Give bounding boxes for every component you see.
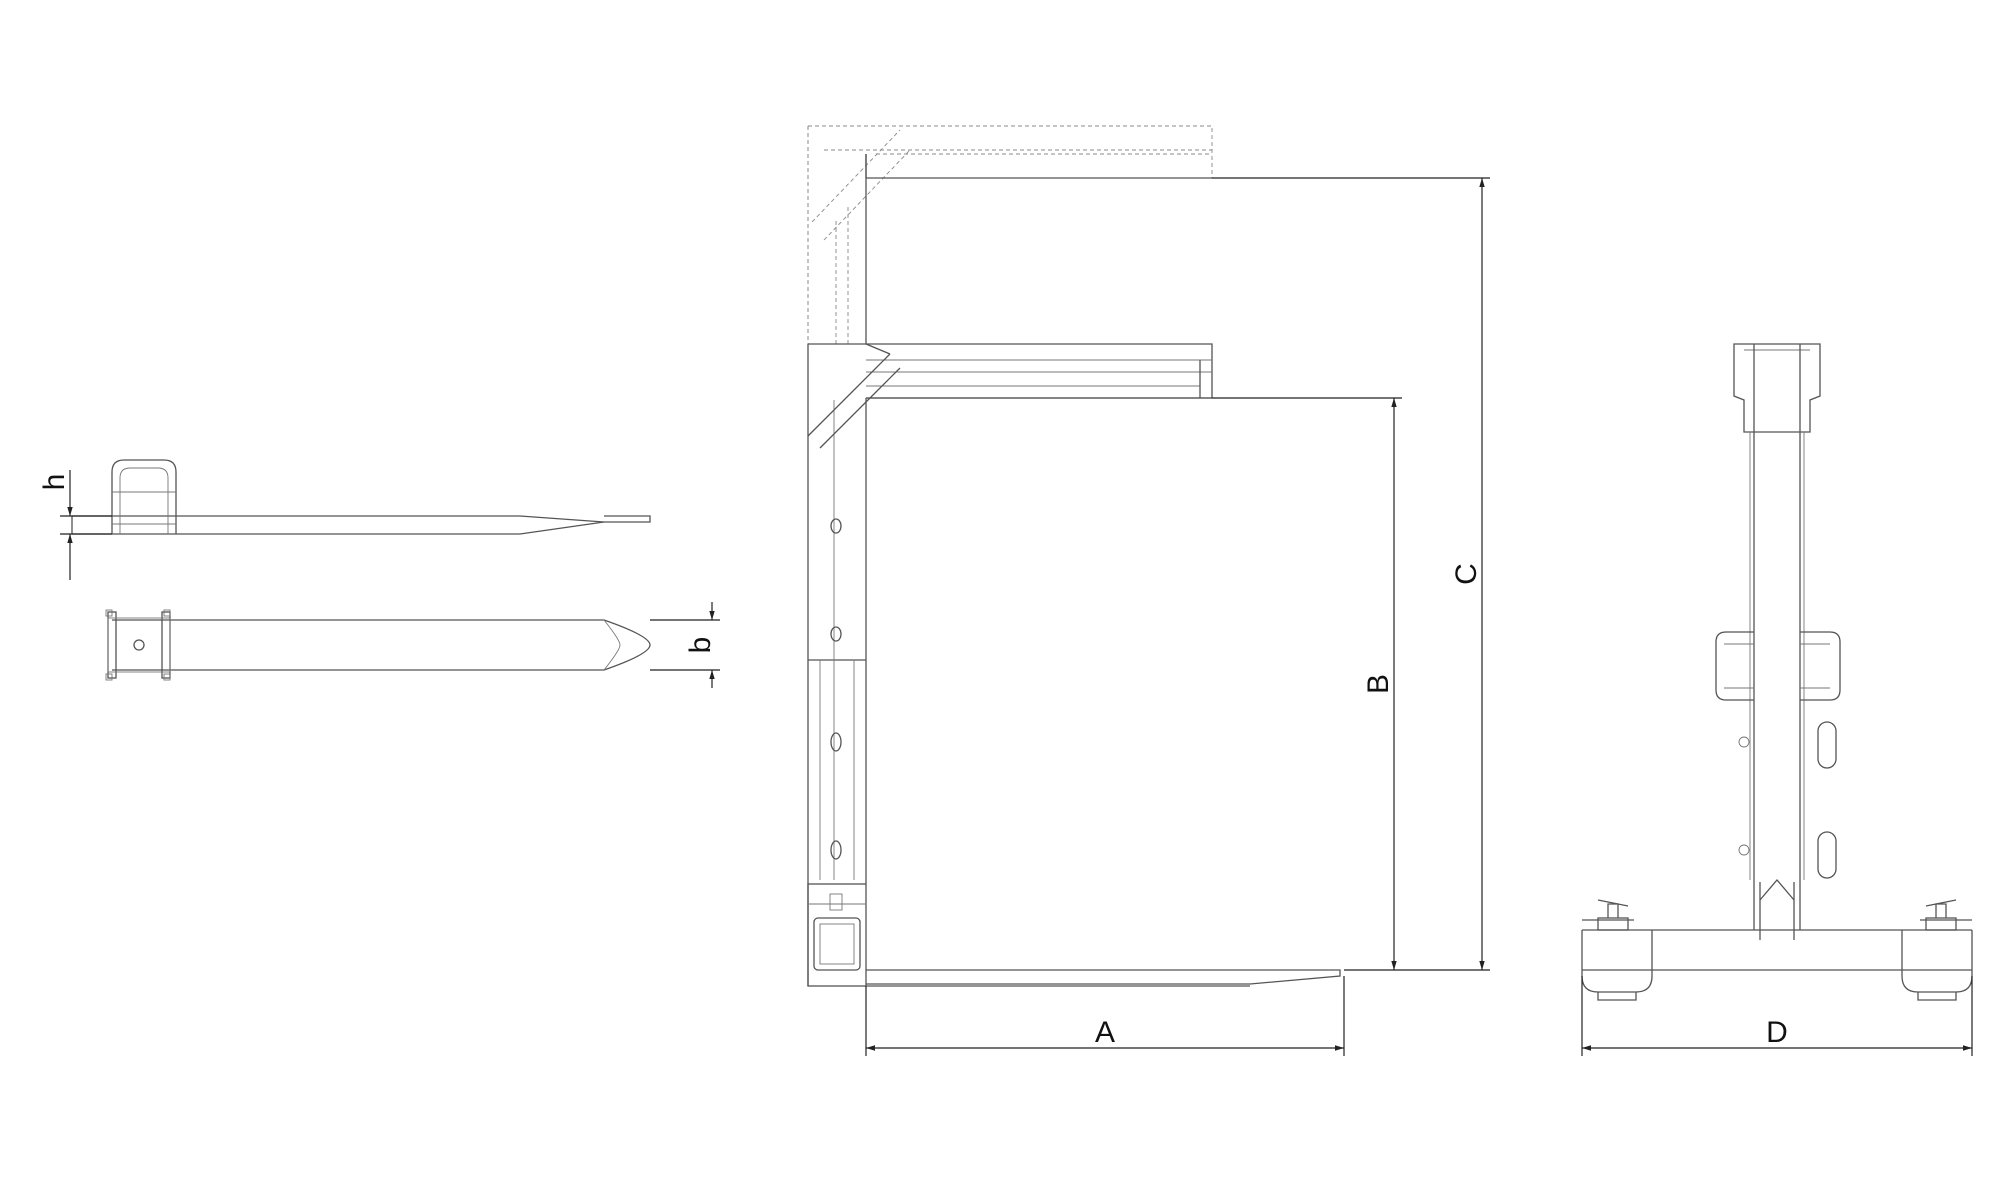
label-C: C — [1450, 563, 1483, 585]
fork-top-view — [105, 609, 651, 681]
label-b: b — [684, 637, 717, 654]
dimension-B: B — [1212, 397, 1402, 971]
dimension-D: D — [1581, 976, 1973, 1056]
label-A: A — [1095, 1016, 1115, 1049]
dimension-h: h — [38, 470, 112, 580]
label-B: B — [1362, 674, 1395, 694]
label-D: D — [1766, 1016, 1788, 1049]
frame-front-view — [1581, 343, 1973, 1001]
dimension-b: b — [650, 602, 720, 688]
dimension-C: C — [1212, 177, 1490, 971]
label-h: h — [38, 474, 71, 491]
frame-side-view — [807, 125, 1341, 987]
dimension-A: A — [865, 976, 1345, 1056]
fork-side-view — [71, 459, 651, 535]
